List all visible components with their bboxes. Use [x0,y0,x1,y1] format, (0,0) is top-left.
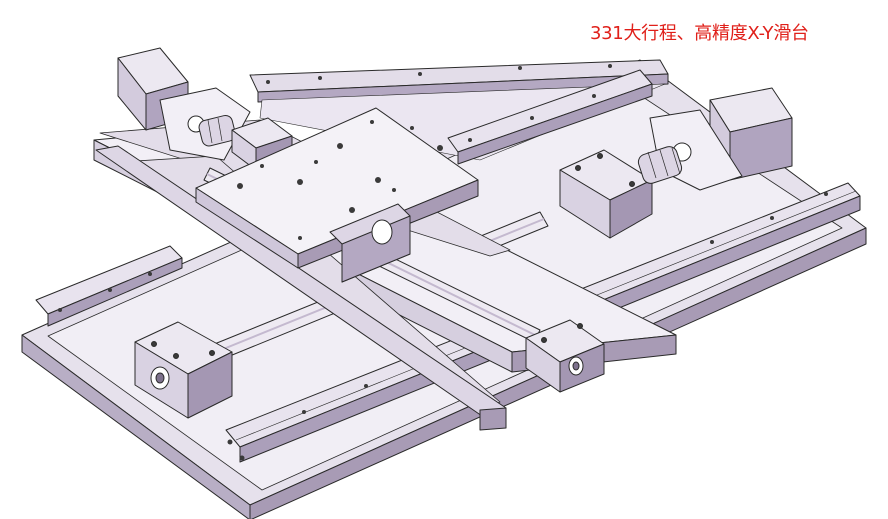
coupling-right [637,146,683,184]
carriage-plate [195,107,479,283]
bearing-block-back-right [559,149,653,239]
bearing-block-upper-right [525,319,605,393]
coupling-left [198,114,236,147]
lower-rail-right [447,69,653,165]
drawing-title: 331大行程、高精度X-Y滑台 [590,23,809,44]
rail-bolts [58,64,828,461]
motor-right [649,87,793,191]
bearing-block-front-left [134,321,233,419]
